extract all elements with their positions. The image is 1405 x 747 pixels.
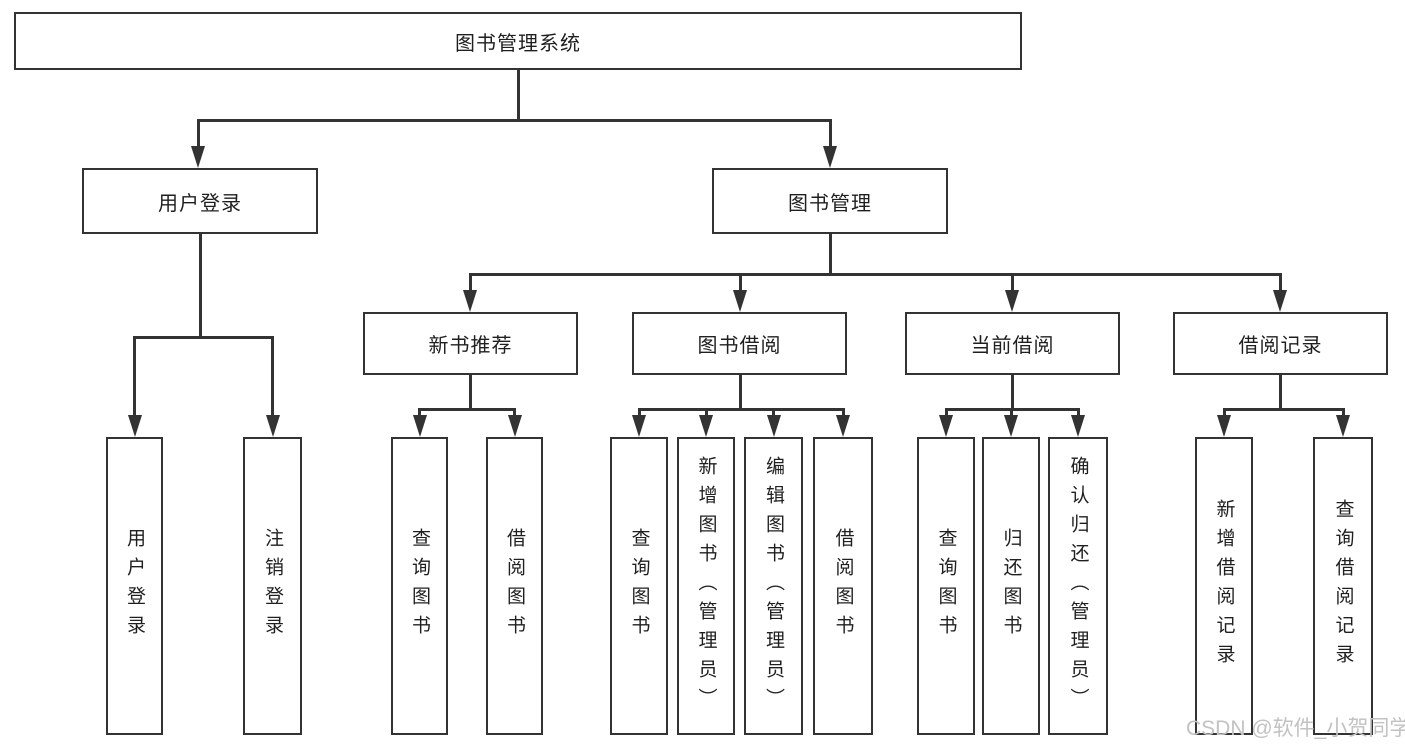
- node-label: 查询图书: [935, 528, 957, 644]
- connector-level2-right-shaft: [828, 119, 832, 148]
- arrow-down-icon: [1071, 415, 1085, 437]
- arrow-down-icon: [1005, 290, 1019, 312]
- node-label: 归还图书: [1000, 528, 1022, 644]
- arrow-down-icon: [1273, 290, 1287, 312]
- node-user-login: 用户登录: [82, 168, 318, 234]
- connector-level3-shaft: [1010, 273, 1014, 292]
- connector-level3-shaft: [738, 273, 742, 292]
- arrow-down-icon: [507, 415, 522, 437]
- csdn-watermark: CSDN @软件_小贺同学: [1186, 717, 1405, 740]
- connector-user-login-stem: [198, 234, 202, 336]
- node-label: 图书管理系统: [455, 32, 581, 55]
- node-label: 编辑图书（管理员）: [763, 455, 784, 717]
- leaf-query-books-current: 查询图书: [917, 437, 975, 735]
- arrow-down-icon: [766, 415, 781, 437]
- arrow-down-icon: [412, 415, 427, 437]
- connector-records-hline: [1222, 408, 1345, 411]
- arrow-down-icon: [699, 415, 713, 437]
- connector-leaf-shaft: [704, 408, 708, 418]
- node-label: 借阅图书: [832, 528, 854, 644]
- node-current-borrowing: 当前借阅: [905, 312, 1120, 375]
- arrow-down-icon: [836, 415, 850, 437]
- connector-new-rec-hline: [418, 408, 516, 411]
- leaf-add-borrow-record: 新增借阅记录: [1195, 437, 1253, 735]
- node-label: 注销登录: [262, 528, 283, 644]
- connector-leaf-shaft: [637, 408, 641, 418]
- connector-level3-hline: [468, 273, 1282, 276]
- connector-leaf-shaft: [418, 408, 421, 418]
- leaf-query-books-borrow: 查询图书: [610, 437, 668, 735]
- node-label: 图书管理: [788, 192, 872, 215]
- connector-current-stem: [1010, 375, 1014, 408]
- connector-user-login-hline: [133, 336, 274, 339]
- arrow-down-icon: [463, 290, 477, 312]
- node-library-management-system: 图书管理系统: [14, 12, 1022, 70]
- node-label: 图书借阅: [697, 335, 782, 357]
- node-book-management: 图书管理: [712, 168, 948, 234]
- arrow-down-icon: [127, 415, 142, 437]
- connector-level3-shaft: [468, 273, 472, 292]
- node-label: 新增借阅记录: [1213, 499, 1235, 673]
- node-label: 借阅图书: [504, 528, 525, 644]
- arrow-down-icon: [1217, 415, 1231, 437]
- connector-leaf-shaft: [1076, 408, 1080, 418]
- node-borrowing-records: 借阅记录: [1173, 312, 1388, 375]
- leaf-logout: 注销登录: [243, 437, 302, 735]
- leaf-confirm-return-admin: 确认归还（管理员）: [1048, 437, 1108, 735]
- node-label: 查询借阅记录: [1332, 499, 1354, 673]
- arrow-down-icon: [265, 415, 280, 437]
- arrow-down-icon: [632, 415, 646, 437]
- arrow-down-icon: [733, 290, 747, 312]
- connector-leaf-shaft: [841, 408, 845, 418]
- arrow-down-icon: [823, 146, 837, 168]
- leaf-query-borrow-record: 查询借阅记录: [1313, 437, 1373, 735]
- leaf-borrow-books: 借阅图书: [813, 437, 873, 735]
- connector-level2-left-shaft: [196, 119, 200, 148]
- leaf-edit-book-admin: 编辑图书（管理员）: [744, 437, 803, 735]
- connector-leaf-shaft: [1009, 408, 1013, 418]
- node-label: 用户登录: [158, 192, 242, 215]
- leaf-borrow-books-rec: 借阅图书: [486, 437, 543, 735]
- connector-records-stem: [1278, 375, 1282, 408]
- connector-level3-shaft: [1278, 273, 1282, 292]
- node-label: 新书推荐: [428, 335, 513, 357]
- node-label: 查询图书: [409, 528, 430, 644]
- arrow-down-icon: [191, 146, 205, 168]
- connector-leaf-shaft: [513, 408, 516, 418]
- connector-level2-hline: [196, 119, 832, 122]
- connector-leaf-shaft: [772, 408, 775, 418]
- connector-leaf-shaft: [271, 336, 274, 417]
- arrow-down-icon: [1004, 415, 1018, 437]
- node-new-book-recommend: 新书推荐: [363, 312, 578, 375]
- connector-borrow-hline: [637, 408, 845, 411]
- leaf-user-login: 用户登录: [106, 437, 163, 735]
- connector-leaf-shaft: [944, 408, 948, 418]
- connector-borrow-stem: [738, 375, 742, 408]
- leaf-return-books: 归还图书: [982, 437, 1040, 735]
- connector-book-mgmt-stem: [828, 234, 832, 273]
- node-label: 借阅记录: [1238, 335, 1323, 357]
- arrow-down-icon: [939, 415, 953, 437]
- node-label: 用户登录: [124, 528, 145, 644]
- connector-new-rec-stem: [468, 375, 472, 408]
- node-label: 确认归还（管理员）: [1067, 455, 1089, 717]
- leaf-query-books-rec: 查询图书: [391, 437, 448, 735]
- node-label: 当前借阅: [970, 335, 1055, 357]
- connector-leaf-shaft: [133, 336, 136, 417]
- leaf-add-book-admin: 新增图书（管理员）: [677, 437, 735, 735]
- connector-leaf-shaft: [1341, 408, 1345, 418]
- arrow-down-icon: [1336, 415, 1350, 437]
- node-label: 新增图书（管理员）: [695, 455, 717, 717]
- node-book-borrowing: 图书借阅: [632, 312, 847, 375]
- connector-root-stem: [516, 70, 520, 119]
- node-label: 查询图书: [628, 528, 650, 644]
- connector-leaf-shaft: [1222, 408, 1226, 418]
